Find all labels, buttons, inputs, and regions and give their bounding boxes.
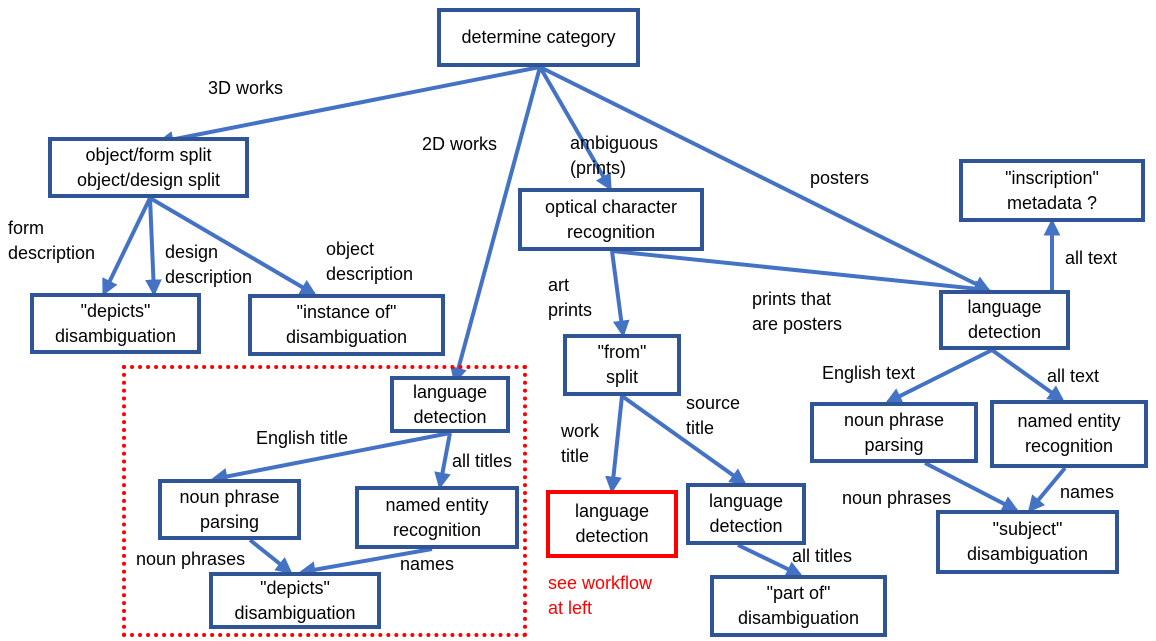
label-object-description: object description xyxy=(326,239,414,284)
node-object-form-split: object/form split object/design split xyxy=(48,137,249,198)
node-named-entity-recognition-left: named entity recognition xyxy=(355,486,519,549)
node-noun-phrase-parsing-right: noun phrase parsing xyxy=(810,402,978,463)
arrow-all-text-right xyxy=(990,348,1065,402)
label-see-workflow: see workflow at left xyxy=(548,573,653,618)
arrow-english-title xyxy=(210,431,451,485)
label-english-title: English title xyxy=(256,428,349,448)
arrow-design-description xyxy=(145,197,162,297)
arrow-ambiguous xyxy=(538,65,612,191)
arrow-names-right xyxy=(1027,466,1067,513)
arrow-prints-posters xyxy=(611,249,992,297)
arrow-noun-phrases-right xyxy=(924,461,1019,512)
arrow-posters xyxy=(539,65,992,292)
arrow-names-left xyxy=(298,547,433,578)
arrow-work-title xyxy=(605,395,624,494)
label-prints-that-are-posters: prints that are posters xyxy=(752,289,843,334)
label-english-text: English text xyxy=(822,363,916,383)
node-determine-category: determine category xyxy=(437,8,640,67)
node-instance-of-disambiguation: "instance of" disambiguation xyxy=(248,294,445,356)
label-names-left: names xyxy=(400,554,455,574)
arrow-english-text xyxy=(884,348,993,404)
node-language-detection-right: language detection xyxy=(939,290,1070,350)
label-all-titles-left: all titles xyxy=(452,451,513,471)
label-art-prints: art prints xyxy=(548,275,593,320)
node-part-of-disambiguation: "part of" disambiguation xyxy=(710,575,887,637)
label-source-title: source title xyxy=(686,393,741,438)
label-work-title: work title xyxy=(561,421,600,466)
arrow-all-titles-left xyxy=(434,432,452,490)
label-all-titles-mid: all titles xyxy=(792,546,853,566)
arrow-all-titles-mid xyxy=(737,543,804,577)
arrow-form-description xyxy=(102,197,152,297)
label-all-text-right: all text xyxy=(1047,366,1100,386)
node-from-split: "from" split xyxy=(563,334,681,396)
node-subject-disambiguation: "subject" disambiguation xyxy=(936,510,1119,574)
label-3d-works: 3D works xyxy=(208,78,284,98)
label-posters: posters xyxy=(810,168,870,188)
label-design-description: design description xyxy=(165,242,253,287)
arrow-noun-phrases-left xyxy=(248,538,293,575)
node-language-detection-left: language detection xyxy=(390,376,510,433)
node-named-entity-recognition-right: named entity recognition xyxy=(990,400,1148,468)
node-optical-character-recognition: optical character recognition xyxy=(518,188,704,251)
label-form-description: form description xyxy=(8,218,96,263)
arrow-object-description xyxy=(148,196,317,296)
label-names-right: names xyxy=(1060,482,1115,502)
label-noun-phrases-left: noun phrases xyxy=(136,549,246,569)
arrow-2d-works xyxy=(450,66,542,385)
arrow-art-prints xyxy=(610,250,630,338)
label-noun-phrases-right: noun phrases xyxy=(842,488,952,508)
node-depicts-disambiguation-top: "depicts" disambiguation xyxy=(30,293,201,354)
node-inscription-metadata: "inscription" metadata ? xyxy=(959,159,1145,222)
label-2d-works: 2D works xyxy=(422,134,498,154)
label-all-text-up: all text xyxy=(1065,248,1118,268)
see-workflow-frame xyxy=(122,365,527,637)
node-noun-phrase-parsing-left: noun phrase parsing xyxy=(158,479,301,540)
node-depicts-disambiguation-bottom: "depicts" disambiguation xyxy=(209,572,381,629)
arrow-3d-works xyxy=(156,65,541,148)
label-ambiguous-prints: ambiguous (prints) xyxy=(570,133,659,178)
arrow-source-title xyxy=(620,394,747,485)
node-language-detection-red: language detection xyxy=(546,490,678,558)
node-language-detection-mid: language detection xyxy=(686,483,806,545)
